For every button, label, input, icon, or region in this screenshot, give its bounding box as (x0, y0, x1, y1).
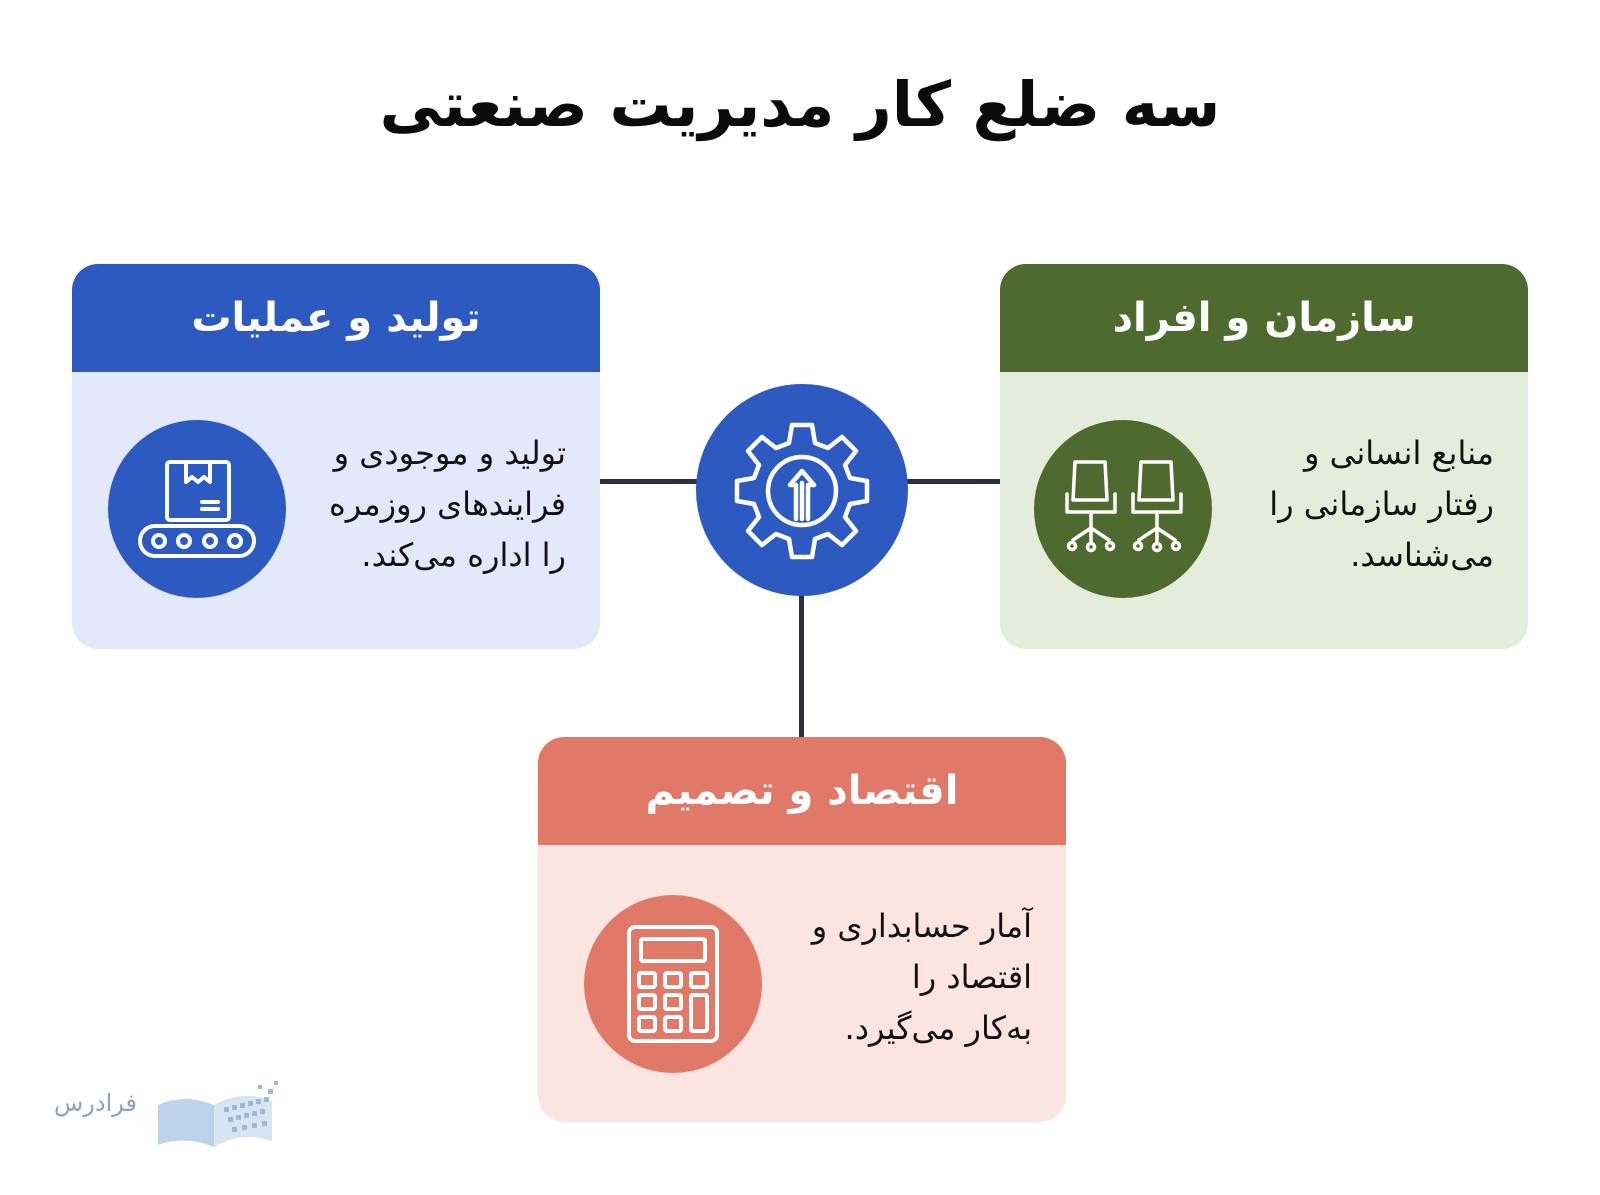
production-icon-circle (108, 420, 286, 598)
calculator-icon (627, 925, 719, 1043)
card-organization-body: منابع انسانی و رفتار سازمانی را می‌شناسد… (1000, 372, 1528, 649)
card-economics-body: آمار حسابداری و اقتصاد را به‌کار می‌گیرد… (538, 845, 1066, 1122)
card-production-text: تولید و موجودی و فرایندهای روزمره را ادا… (329, 434, 566, 574)
economics-icon-circle (584, 895, 762, 1073)
card-organization-text: منابع انسانی و رفتار سازمانی را می‌شناسد… (1269, 434, 1494, 574)
connector-left (600, 479, 700, 484)
card-production-body: تولید و موجودی و فرایندهای روزمره را ادا… (72, 372, 600, 649)
office-chairs-icon (1065, 460, 1183, 553)
card-organization: سازمان و افراد (1000, 264, 1528, 649)
card-production: تولید و عملیات تولید و موجودی و فرایندها… (72, 264, 600, 649)
book-logo-icon (158, 1081, 278, 1147)
card-production-title: تولید و عملیات (191, 295, 481, 341)
brand-logo-text: فرادرس (54, 1089, 137, 1117)
gear-arrow-up-icon (734, 422, 870, 560)
conveyor-belt-box-icon (138, 460, 256, 558)
card-economics-text: آمار حسابداری و اقتصاد را به‌کار می‌گیرد… (811, 907, 1032, 1047)
connector-right (904, 479, 1004, 484)
brand-logo: فرادرس (54, 1075, 284, 1155)
hub-circle (696, 384, 908, 596)
card-organization-title: سازمان و افراد (1112, 295, 1416, 341)
card-production-header: تولید و عملیات (72, 264, 600, 372)
page-title: سه ضلع کار مدیریت صنعتی (379, 68, 1221, 141)
connector-bottom (799, 592, 804, 737)
organization-icon-circle (1034, 420, 1212, 598)
card-economics-header: اقتصاد و تصمیم (538, 737, 1066, 845)
card-economics: اقتصاد و تصمیم آمار حسابداری و اقتصاد را… (538, 737, 1066, 1122)
card-economics-title: اقتصاد و تصمیم (645, 768, 959, 814)
card-organization-header: سازمان و افراد (1000, 264, 1528, 372)
